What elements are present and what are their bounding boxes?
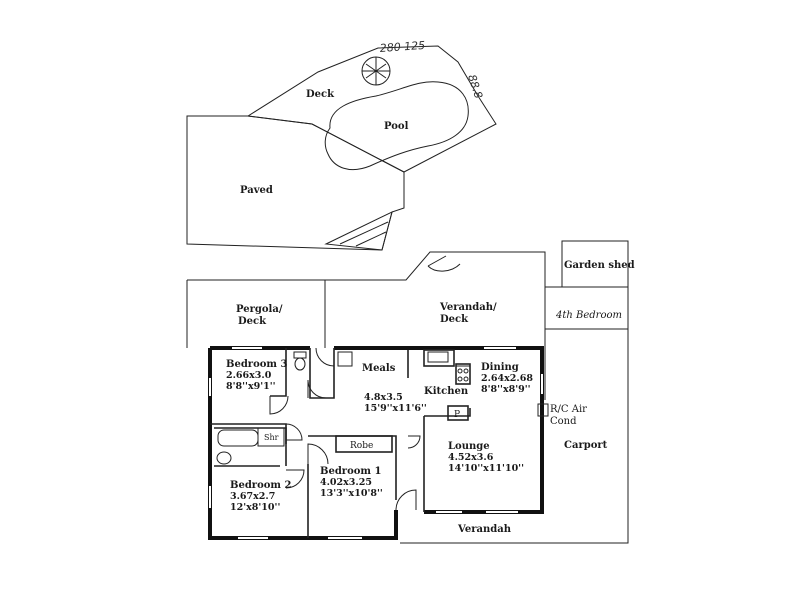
toilet-icon [293,351,307,371]
carport-label: Carport [564,440,608,451]
deck-outline [246,45,497,173]
sink-icon [427,351,449,363]
room-dining: Dining 2.64x2.68 8'8''x8'9'' [481,362,533,395]
shower-box [257,427,285,447]
room-name: Meals [362,363,396,374]
house-walls [208,346,549,540]
aircond-unit [537,403,549,417]
paved-label: Paved [240,185,273,196]
room-name: Bedroom 2 [230,480,291,491]
room-metric: 3.67x2.7 [230,491,275,502]
basin-icon [216,451,232,465]
verandah-deck-label-line1: Verandah/ [439,302,497,313]
room-imperial: 14'10''x11'10'' [448,463,524,474]
handwritten-dimension-top: 280 125 [379,39,425,55]
steps [324,211,393,251]
deck-label: Deck [306,89,335,100]
room-name: Bedroom 3 [226,359,287,370]
room-meals: Meals 4.8x3.5 15'9''x11'6'' [362,363,427,414]
pergola-label-line2: Deck [238,316,267,327]
room-imperial: 15'9''x11'6'' [364,403,427,414]
garden-shed-label: Garden shed [564,260,635,271]
pool-outline [324,81,469,170]
aircond-label-line1: R/C Air [550,404,587,415]
room-metric: 4.52x3.6 [448,452,494,463]
bath-tub [217,429,259,447]
room-name: Lounge [448,441,490,452]
outdoor-area [186,45,497,251]
paved-outline [186,115,405,251]
stove-icon [455,365,471,385]
room-bedroom2: Bedroom 2 3.67x2.7 12'x8'10'' [230,480,291,513]
room-name: Kitchen [424,386,469,397]
fourth-bedroom-label: 4th Bedroom [555,310,622,321]
shower-label: Shr [264,433,279,442]
fourth-bedroom-outline [544,286,629,330]
handwritten-dimension-side: 88.8 [465,73,485,100]
robe-label: Robe [350,441,373,451]
pool-label: Pool [384,121,409,132]
room-bedroom3: Bedroom 3 2.66x3.0 8'8''x9'1'' [226,359,287,392]
room-imperial: 8'8''x8'9'' [481,384,531,395]
room-metric: 2.64x2.68 [481,373,533,384]
verandah-front-label: Verandah [457,524,512,535]
room-metric: 4.8x3.5 [364,392,403,403]
room-metric: 2.66x3.0 [226,370,272,381]
room-name: Bedroom 1 [320,466,381,477]
room-imperial: 8'8''x9'1'' [226,381,276,392]
aircond-label-line2: Cond [550,416,577,427]
tree-icon [361,56,391,86]
pantry-label: P [454,410,460,420]
pergola-label-line1: Pergola/ [236,304,283,315]
room-metric: 4.02x3.25 [320,477,372,488]
room-imperial: 13'3''x10'8'' [320,488,383,499]
room-bedroom1: Bedroom 1 4.02x3.25 13'3''x10'8'' [320,466,383,499]
room-name: Dining [481,362,519,373]
room-imperial: 12'x8'10'' [230,502,280,513]
laundry-tub [337,351,353,367]
verandah-deck-label-line2: Deck [440,314,469,325]
outer-structure [186,240,629,544]
room-kitchen: Kitchen [424,386,469,397]
room-lounge: Lounge 4.52x3.6 14'10''x11'10'' [448,441,524,474]
